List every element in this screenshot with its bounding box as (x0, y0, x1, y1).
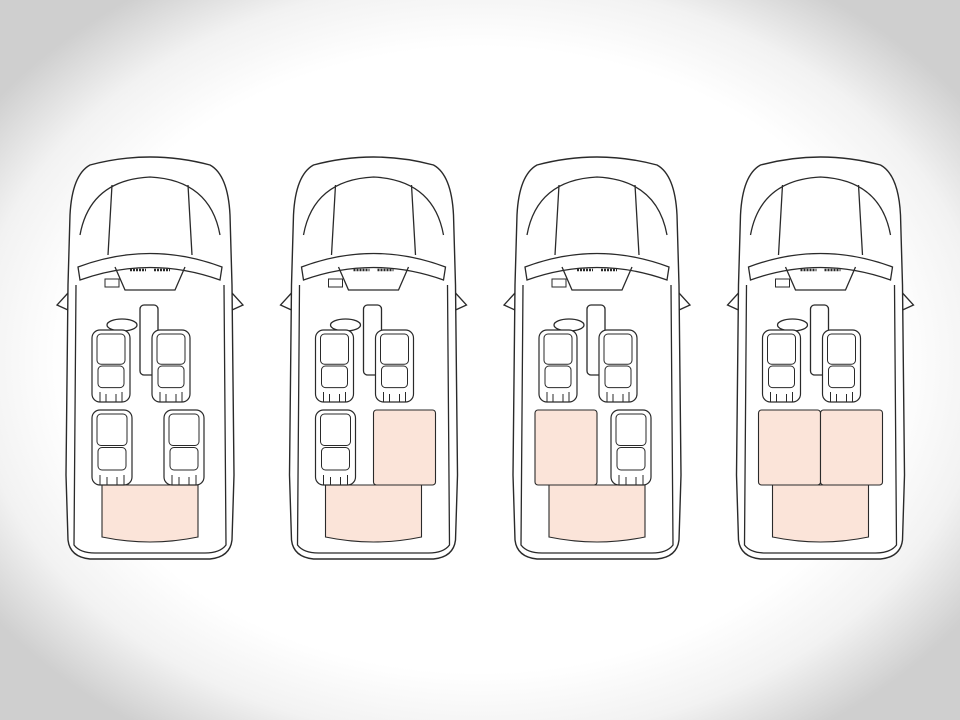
rear-left-seat-legs (99, 475, 125, 485)
hood (79, 176, 221, 236)
front-right-seat-cushion (604, 365, 632, 389)
rear-right-seat-legs (618, 475, 644, 485)
cabin-outline (296, 284, 451, 554)
display (551, 278, 567, 288)
front-left-seat (538, 329, 578, 403)
front-left-seat-legs (323, 392, 346, 402)
hood (302, 176, 445, 236)
front-left-seat-cushion (321, 365, 348, 389)
front-left-seat (314, 329, 355, 403)
front-left-seat-cushion (544, 365, 572, 389)
hood (749, 176, 892, 236)
rear-right-seat-cushion (616, 447, 646, 471)
front-right-seat-back (827, 333, 856, 365)
rear-right-seat-legs (171, 475, 197, 485)
rear-left-folded (757, 409, 822, 486)
front-left-seat-back (543, 333, 573, 365)
front-right-seat (151, 329, 191, 403)
rear-right-seat-back (168, 413, 200, 446)
front-left-seat-back (320, 333, 349, 365)
front-left-seat (761, 329, 802, 403)
rear-right-seat (610, 409, 652, 486)
rear-left-seat (91, 409, 133, 486)
rear-right-folded (819, 409, 884, 486)
front-right-seat-back (156, 333, 186, 365)
cargo-area (771, 484, 870, 543)
front-right-seat-legs (830, 392, 853, 402)
car-1 (55, 156, 245, 560)
front-right-seat (598, 329, 638, 403)
front-right-seat-legs (383, 392, 406, 402)
front-left-seat-cushion (768, 365, 795, 389)
rear-left-folded (534, 409, 598, 486)
display (104, 278, 120, 288)
hood-lines (107, 184, 193, 256)
cabin-outline (73, 284, 227, 554)
front-left-seat-back (96, 333, 126, 365)
front-left-seat-cushion (97, 365, 125, 389)
car-2 (279, 156, 468, 560)
car-4 (726, 156, 915, 560)
rear-left-seat-legs (323, 475, 348, 485)
hood-lines (777, 184, 864, 256)
front-left-seat-back (767, 333, 796, 365)
front-right-seat-back (380, 333, 409, 365)
front-left-seat (91, 329, 131, 403)
front-right-seat-cushion (157, 365, 185, 389)
mirrors (279, 292, 468, 311)
display (328, 278, 343, 288)
rear-right-seat (163, 409, 205, 486)
cargo-area (324, 484, 423, 543)
rear-left-seat (314, 409, 357, 486)
rear-left-seat-back (96, 413, 128, 446)
cabin-outline (743, 284, 898, 554)
front-right-seat-cushion (828, 365, 855, 389)
front-left-seat-legs (770, 392, 793, 402)
hood (526, 176, 668, 236)
dashboard (337, 266, 410, 291)
front-left-seat-legs (99, 392, 123, 402)
dashboard (784, 266, 857, 291)
display (775, 278, 790, 288)
cargo-area (548, 484, 646, 543)
mirrors (502, 292, 692, 311)
cabin-outline (520, 284, 674, 554)
rear-left-seat-back (320, 413, 351, 446)
rear-left-seat-cushion (97, 447, 127, 471)
front-right-seat-legs (159, 392, 183, 402)
front-right-seat-back (603, 333, 633, 365)
front-right-seat (374, 329, 415, 403)
rear-left-seat-cushion (321, 447, 350, 471)
rear-right-seat-back (615, 413, 647, 446)
front-left-seat-legs (546, 392, 570, 402)
front-right-seat-legs (606, 392, 630, 402)
dashboard (114, 266, 186, 291)
hood-lines (554, 184, 640, 256)
hood-lines (330, 184, 417, 256)
rear-right-seat-cushion (169, 447, 199, 471)
rear-right-folded (372, 409, 437, 486)
front-right-seat-cushion (381, 365, 408, 389)
front-right-seat (821, 329, 862, 403)
mirrors (726, 292, 915, 311)
mirrors (55, 292, 245, 311)
cargo-area (101, 484, 199, 543)
car-3 (502, 156, 692, 560)
dashboard (561, 266, 633, 291)
